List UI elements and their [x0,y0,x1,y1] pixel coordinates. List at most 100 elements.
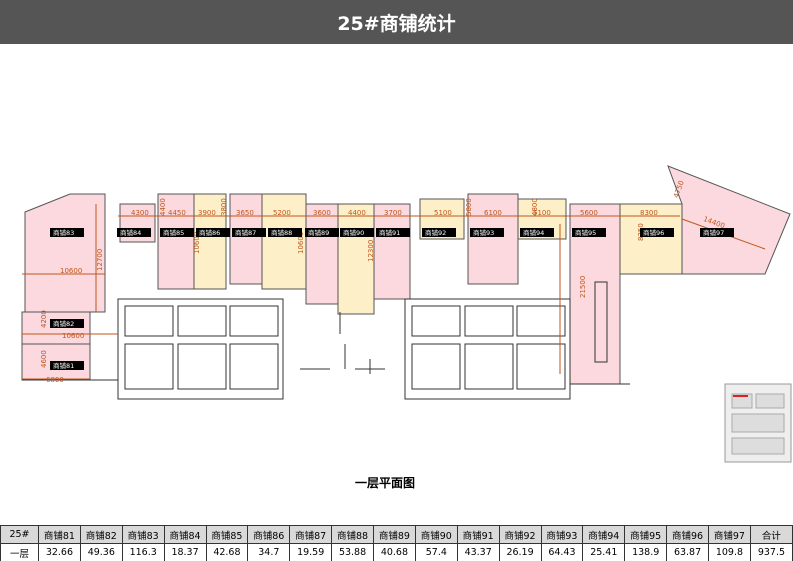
table-cell: 26.19 [498,543,542,561]
zone-shop-88 [261,193,307,290]
table-header-cell: 商铺95 [624,525,668,544]
dim-label: 6100 [484,209,502,217]
table-header-cell: 商铺85 [205,525,249,544]
table-cell: 34.7 [247,543,291,561]
table-cell: 64.43 [540,543,584,561]
table-cell: 63.87 [666,543,709,561]
zone-shop-97 [667,165,791,275]
shop-label-92: 商铺92 [425,228,446,237]
table-header-cell: 商铺87 [289,525,333,544]
shop-label-94: 商铺94 [523,228,544,237]
table-cell: 57.4 [414,543,458,561]
dim-label: 21500 [579,276,587,298]
shop-label-90: 商铺90 [343,228,364,237]
shop-label-84: 商铺84 [120,228,141,237]
dim-label: 8300 [640,209,658,217]
dim-label: 4450 [168,209,186,217]
table-header-cell: 商铺90 [414,525,458,544]
dim-label: 4400 [159,198,167,216]
zone-shop-91 [373,203,411,300]
dimension-lines [22,204,766,380]
table-header-cell: 商铺86 [247,525,291,544]
shop-label-81: 商铺81 [53,361,74,370]
table-header-cell: 商铺92 [498,525,542,544]
table-row-label: 一层 [0,543,39,561]
table-header-cell: 商铺82 [79,525,123,544]
shop-label-96: 商铺96 [643,228,664,237]
table-cell: 32.66 [38,543,81,561]
table-header-cell: 合计 [749,525,793,544]
shop-label-86: 商铺86 [199,228,220,237]
table-header-cell: 商铺89 [373,525,416,544]
shop-labels: 商铺83 商铺84 商铺85 商铺86 商铺87 商铺88 商铺89 商铺90 … [50,228,734,370]
zone-shop-86 [193,193,227,290]
dim-label: 3900 [198,209,216,217]
plan-caption: 一层平面图 [354,476,415,490]
shop-label-97: 商铺97 [703,228,724,237]
shop-label-88: 商铺88 [271,228,292,237]
shop-label-93: 商铺93 [473,228,494,237]
table-cell: 43.37 [456,543,500,561]
dimension-labels: 4300 4450 3900 3650 5200 3600 4400 3700 … [40,180,726,384]
dim-label: 5800 [465,198,473,216]
shop-label-82: 商铺82 [53,319,74,328]
zone-shop-83 [24,193,106,313]
table-cell: 19.59 [289,543,333,561]
dim-label: 6800 [46,376,64,384]
dim-label: 5200 [273,209,291,217]
dim-label: 5100 [434,209,452,217]
table-header-cell: 商铺84 [163,525,207,544]
dim-label: 5100 [533,209,551,217]
floor-plan-drawing: 4300 4450 3900 3650 5200 3600 4400 3700 … [21,165,792,463]
shop-label-87: 商铺87 [235,228,256,237]
table-cell: 42.68 [205,543,249,561]
table-header-cell: 商铺96 [666,525,709,544]
zone-shop-89 [305,203,339,305]
dim-label: 4200 [40,310,48,328]
table-cell: 109.8 [708,543,751,561]
dim-label: 3800 [220,198,228,216]
dim-label: 10600 [62,332,84,340]
shop-label-85: 商铺85 [163,228,184,237]
table-header-cell: 商铺94 [582,525,626,544]
dim-label: 4400 [348,209,366,217]
shop-label-95: 商铺95 [575,228,596,237]
table-cell: 116.3 [121,543,165,561]
dim-label: 5600 [580,209,598,217]
table-cell: 40.68 [373,543,416,561]
table-corner-cell: 25# [0,525,39,544]
dim-label: 10600 [193,232,201,254]
floor-plan: 4300 4450 3900 3650 5200 3600 4400 3700 … [0,44,793,514]
table-header-cell: 商铺81 [38,525,81,544]
dim-label: 3600 [313,209,331,217]
zone-shop-87 [229,193,263,285]
key-plan-thumbnail [724,383,792,463]
dim-label: 4800 [531,198,539,216]
shop-label-83: 商铺83 [53,228,74,237]
dim-label: 10600 [297,232,305,254]
table-header-cell: 商铺83 [121,525,165,544]
table-cell: 53.88 [331,543,374,561]
table-header-cell: 商铺93 [540,525,584,544]
dim-label: 12700 [96,249,104,271]
zone-shop-90 [337,203,375,315]
table-header-cell: 商铺97 [708,525,751,544]
page-title: 25#商铺统计 [0,0,793,44]
dim-label: 12300 [367,240,375,262]
shop-label-89: 商铺89 [308,228,329,237]
table-header-cell: 商铺91 [456,525,500,544]
table-cell: 49.36 [79,543,123,561]
dim-label: 4300 [131,209,149,217]
dim-label: 10600 [60,267,82,275]
shop-label-91: 商铺91 [379,228,400,237]
zone-shop-93 [467,193,519,285]
table-cell: 937.5 [749,543,793,561]
table-cell: 25.41 [582,543,626,561]
table-cell: 18.37 [163,543,207,561]
dim-label: 4600 [40,350,48,368]
dim-label: 3650 [236,209,254,217]
dim-label: 3700 [384,209,402,217]
